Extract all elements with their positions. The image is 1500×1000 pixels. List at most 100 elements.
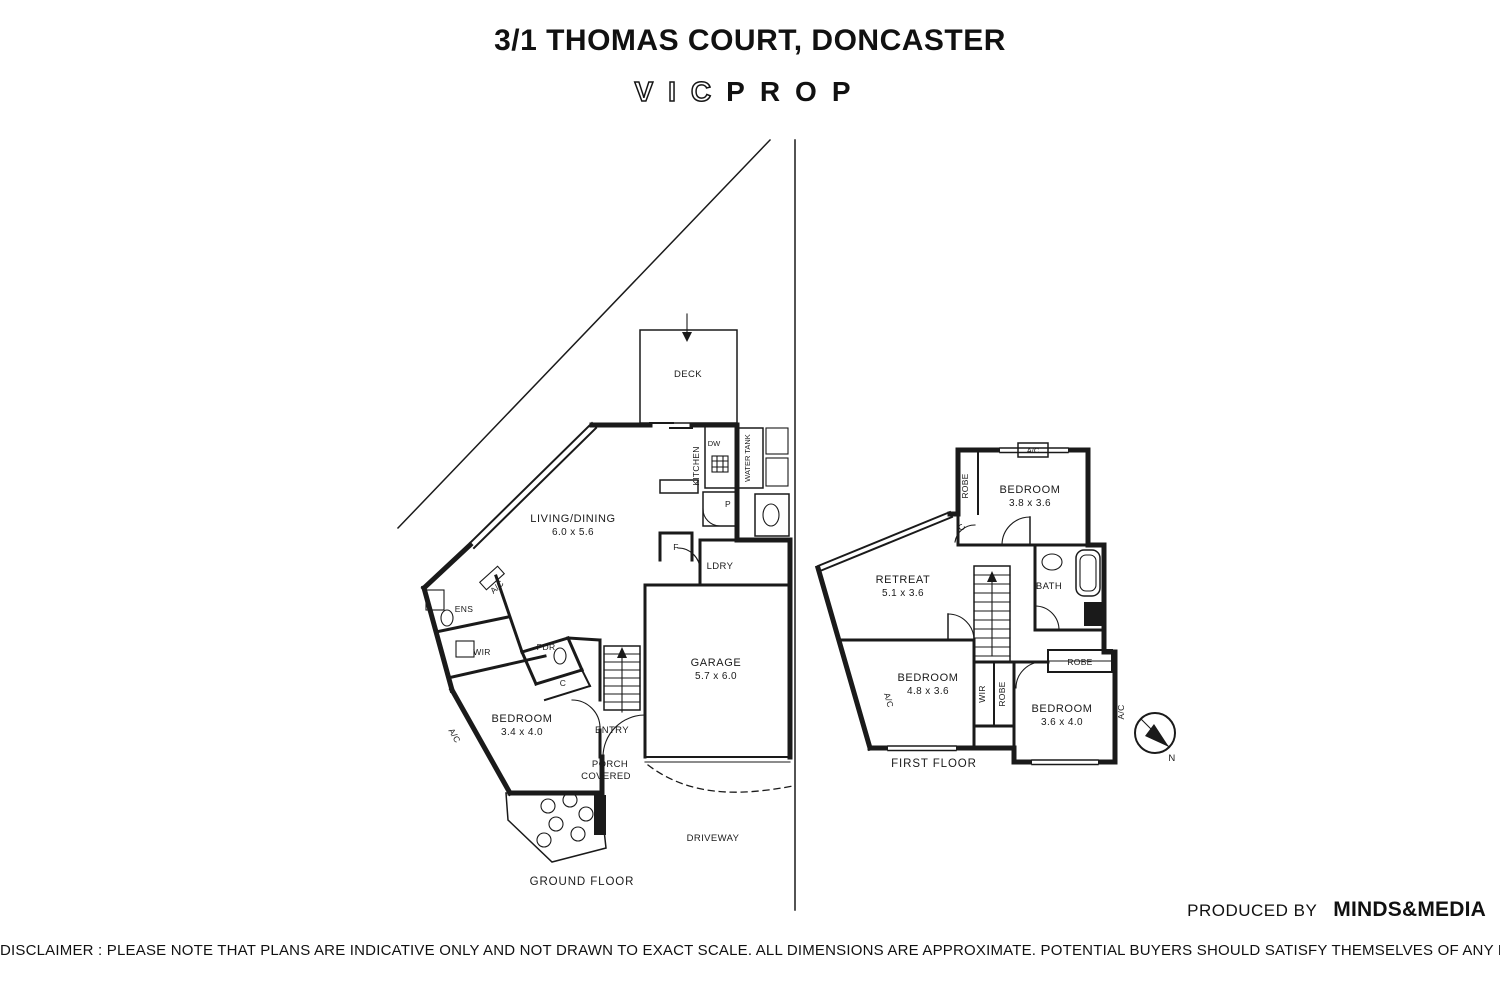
robe-icon [455, 640, 475, 658]
retreat-dims: 5.1 x 3.6 [882, 588, 924, 599]
outdoor-features [505, 764, 794, 863]
ff-bedroom1-label: BEDROOM [999, 484, 1060, 496]
compass-north-label: N [1168, 753, 1175, 764]
deck-label: DECK [674, 369, 702, 380]
ground-floor-plan: DECK KITCHEN DW WATER TANK LIVING/DINING… [420, 313, 794, 888]
kitchen-island [659, 479, 699, 494]
toilet-icon [440, 609, 454, 627]
compass-icon: N [1134, 712, 1176, 764]
patio-outline [505, 792, 607, 863]
porch-label-line1: PORCH [592, 759, 628, 770]
boundary-diagonal [396, 138, 772, 530]
ensuite-fixtures [425, 589, 567, 665]
water-tank-label: WATER TANK [743, 434, 752, 482]
toilet-icon [762, 503, 780, 527]
pantry-walls [702, 491, 738, 527]
garage-label: GARAGE [691, 657, 742, 669]
garage-dims: 5.7 x 6.0 [695, 671, 737, 682]
gf-stairs [603, 645, 641, 713]
ff-bedroom2-label: BEDROOM [897, 672, 958, 684]
living-dining-dims: 6.0 x 5.6 [552, 527, 594, 538]
ff-wir-label: WIR [977, 685, 987, 702]
ff-closet-label: C [956, 521, 968, 532]
ff-robe1-label: ROBE [960, 473, 970, 498]
ff-robe-mid-label: ROBE [997, 681, 1007, 706]
logo-vic-text: VIC [634, 75, 727, 108]
bath-door-arc [1034, 605, 1060, 631]
window [999, 447, 1069, 454]
patio-step [594, 795, 606, 835]
ff-ac-right-label: A/C [1116, 704, 1126, 719]
ff-door-arcs [947, 516, 1060, 689]
logo-prop-text: PROP [726, 76, 866, 107]
ground-floor-title: GROUND FLOOR [530, 876, 635, 888]
retreat-label: RETREAT [876, 574, 931, 586]
kitchen-label: KITCHEN [691, 446, 701, 485]
ff-bedroom1-dims: 3.8 x 3.6 [1009, 498, 1051, 509]
vicprop-logo: VICPROP [0, 75, 1500, 108]
sink-icon [711, 455, 729, 473]
gf-ac2-label: A/C [446, 726, 462, 744]
garage-door [644, 756, 791, 763]
ensuite-label: ENS [455, 604, 473, 614]
compass-needle-icon [1145, 724, 1169, 747]
ff-interior-walls [837, 449, 1106, 764]
kitchen-bench [704, 427, 738, 489]
ac-unit-icon [478, 565, 506, 591]
water-tank-outline [736, 427, 764, 489]
living-dining-label: LIVING/DINING [530, 513, 615, 525]
ff-ac-left-label: A/C [882, 692, 896, 709]
closet-door-arc [954, 524, 976, 543]
ff-bedroom3-dims: 3.6 x 4.0 [1041, 717, 1083, 728]
pantry-door-arc [702, 508, 721, 527]
powder-label: PDR [537, 642, 556, 652]
disclaimer-text: DISCLAIMER : PLEASE NOTE THAT PLANS ARE … [0, 942, 1500, 959]
ff-stairs [973, 565, 1011, 663]
first-floor-title: FIRST FLOOR [891, 758, 977, 770]
deck-outline [639, 313, 738, 424]
ff-ac-top-label: A/C [1027, 446, 1040, 455]
driveway-label: DRIVEWAY [687, 833, 740, 844]
dishwasher-label: DW [708, 439, 721, 448]
bedroom2-door-arc [947, 613, 975, 641]
entry-label: ENTRY [595, 725, 629, 736]
closet-label: C [560, 678, 566, 688]
window [887, 745, 957, 752]
fridge-nook [658, 531, 694, 562]
bedroom1-door-arc [1001, 516, 1031, 546]
pantry-label: P [725, 499, 731, 509]
gf-window-wall [468, 421, 598, 550]
produced-by-label: PRODUCED BY [1187, 901, 1318, 920]
kitchen-fixtures [658, 427, 738, 562]
ff-window-wall [816, 510, 954, 573]
utility-fixtures [736, 427, 790, 537]
ff-windows [887, 446, 1099, 766]
page-title: 3/1 THOMAS COURT, DONCASTER [494, 24, 1006, 57]
bathtub-icon [1075, 549, 1101, 597]
deck-arrow-head-icon [682, 332, 692, 342]
entry-door-arc [602, 714, 646, 758]
gf-ac-units [478, 565, 506, 591]
bath-label: BATH [1036, 581, 1062, 592]
laundry-label: LDRY [707, 561, 734, 572]
ff-robe-box [1047, 649, 1113, 673]
bedroom-door-arc [571, 699, 601, 729]
shower-icon [1084, 602, 1102, 626]
ff-robe-box-label: ROBE [1067, 657, 1092, 667]
window [1031, 759, 1099, 766]
wir-label: WIR [473, 647, 490, 657]
bedroom3-door-arc [1015, 661, 1043, 689]
gf-bedroom-label: BEDROOM [491, 713, 552, 725]
ff-bedroom3-label: BEDROOM [1031, 703, 1092, 715]
driveway-dashed-edge [647, 764, 794, 793]
ac-unit-icon [1017, 442, 1049, 458]
bath-fixtures [1041, 549, 1102, 626]
fridge-label: F [673, 542, 679, 552]
gf-interior-walls [434, 538, 792, 759]
gf-bedroom-dims: 3.4 x 4.0 [501, 727, 543, 738]
first-floor-plan: ROBE A/C BEDROOM 3.8 x 3.6 C RETREAT 5.1… [814, 442, 1126, 770]
ff-bedroom2-dims: 4.8 x 3.6 [907, 686, 949, 697]
boundary-lines [396, 138, 796, 911]
